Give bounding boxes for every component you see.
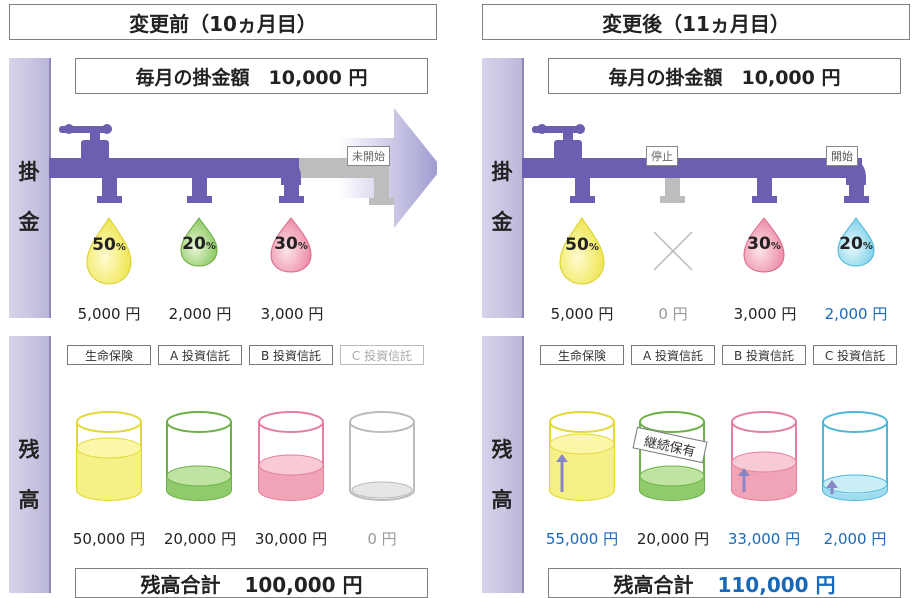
tanks bbox=[549, 411, 888, 501]
fund-tag-a: A 投資信託 bbox=[158, 345, 242, 365]
stop-tag: 停止 bbox=[646, 146, 678, 166]
drop-yellow bbox=[559, 217, 605, 285]
start-tag: 開始 bbox=[826, 146, 858, 166]
before-panel: 変更前（10ヵ月目） 掛 金 残 高 毎月の掛金額 10,000 円 bbox=[9, 0, 437, 598]
balance-life: 50,000 円 bbox=[72, 530, 146, 548]
after-title: 変更後（11ヵ月目） bbox=[482, 4, 910, 40]
drop-yellow bbox=[86, 217, 132, 285]
fund-tag-life: 生命保険 bbox=[540, 345, 624, 365]
tank-life bbox=[76, 411, 142, 501]
drop-pct-1: 50% bbox=[565, 235, 599, 255]
drop-amount-4: 2,000 円 bbox=[824, 305, 888, 323]
tank-life bbox=[549, 411, 615, 501]
drop-pink bbox=[270, 217, 312, 273]
balance-sidebar: 残 高 bbox=[482, 336, 524, 593]
sidebar-char-1: 掛 bbox=[18, 160, 40, 184]
total-value: 100,000 円 bbox=[244, 572, 363, 597]
drop-cyan bbox=[837, 217, 875, 267]
sidebar-char-2: 金 bbox=[491, 210, 513, 234]
fund-tag-b: B 投資信託 bbox=[249, 345, 333, 365]
drop-amount-3: 3,000 円 bbox=[260, 305, 324, 323]
sidebar-char-1: 残 bbox=[491, 438, 513, 462]
pipe-diagram bbox=[522, 124, 875, 285]
balance-c: 2,000 円 bbox=[823, 530, 887, 548]
fund-tag-a: A 投資信託 bbox=[631, 345, 715, 365]
drop-pink bbox=[743, 217, 785, 273]
total-label: 残高合計 bbox=[613, 572, 694, 597]
drop-pct-4: 20% bbox=[839, 234, 873, 254]
before-title: 変更前（10ヵ月目） bbox=[9, 4, 437, 40]
tank-c bbox=[822, 411, 888, 501]
drop-amount-1: 5,000 円 bbox=[77, 305, 141, 323]
tanks bbox=[76, 411, 415, 501]
drop-pct-2: 20% bbox=[182, 234, 216, 254]
drop-amount-3: 3,000 円 bbox=[733, 305, 797, 323]
balance-b: 33,000 円 bbox=[727, 530, 801, 548]
fund-tag-life: 生命保険 bbox=[67, 345, 151, 365]
balance-sidebar: 残 高 bbox=[9, 336, 51, 593]
not-started-tag: 未開始 bbox=[347, 146, 390, 166]
fund-tag-b: B 投資信託 bbox=[722, 345, 806, 365]
balance-c: 0 円 bbox=[367, 530, 397, 548]
tank-c bbox=[349, 411, 415, 501]
sidebar-char-2: 高 bbox=[18, 488, 40, 512]
contribution-sidebar: 掛 金 bbox=[9, 58, 51, 318]
sidebar-char-1: 残 bbox=[18, 438, 40, 462]
drop-pct-3: 30% bbox=[274, 234, 308, 254]
monthly-amount-box: 毎月の掛金額 10,000 円 bbox=[75, 58, 428, 94]
main-pipe bbox=[49, 158, 299, 178]
tank-b bbox=[258, 411, 324, 501]
balance-life: 55,000 円 bbox=[545, 530, 619, 548]
stopped-outlet bbox=[660, 178, 685, 203]
pipe-diagram bbox=[49, 108, 437, 285]
main-pipe bbox=[522, 158, 862, 178]
sidebar-char-1: 掛 bbox=[491, 160, 513, 184]
fund-tag-c: C 投資信託 bbox=[340, 345, 424, 365]
drop-amount-1: 5,000 円 bbox=[550, 305, 614, 323]
after-panel: 変更後（11ヵ月目） 掛 金 残 高 毎月の掛金額 10,000 円 bbox=[482, 0, 910, 598]
drop-pct-1: 50% bbox=[92, 235, 126, 255]
drop-amount-2: 0 円 bbox=[658, 305, 688, 323]
stopped-cross-icon bbox=[653, 231, 693, 271]
balance-b: 30,000 円 bbox=[254, 530, 328, 548]
drop-green bbox=[180, 217, 218, 267]
sidebar-char-2: 金 bbox=[18, 210, 40, 234]
balance-a: 20,000 円 bbox=[636, 530, 710, 548]
gray-drop-pipe bbox=[374, 158, 389, 198]
fund-tag-c: C 投資信託 bbox=[813, 345, 897, 365]
tank-a bbox=[639, 411, 705, 501]
total-label: 残高合計 bbox=[140, 572, 221, 597]
contribution-sidebar: 掛 金 bbox=[482, 58, 524, 318]
balance-a: 20,000 円 bbox=[163, 530, 237, 548]
drop-amount-2: 2,000 円 bbox=[168, 305, 232, 323]
monthly-amount-box: 毎月の掛金額 10,000 円 bbox=[548, 58, 901, 94]
tank-b bbox=[731, 411, 797, 501]
total-value: 110,000 円 bbox=[717, 572, 836, 597]
tank-a bbox=[166, 411, 232, 501]
total-box: 残高合計 110,000 円 bbox=[548, 568, 901, 598]
sidebar-char-2: 高 bbox=[491, 488, 513, 512]
total-box: 残高合計 100,000 円 bbox=[75, 568, 428, 598]
drop-pct-3: 30% bbox=[747, 234, 781, 254]
